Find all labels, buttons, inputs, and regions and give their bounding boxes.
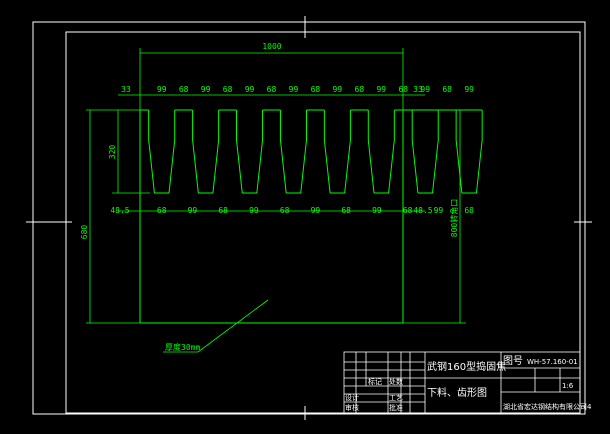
row-label-approve: 批准 (389, 403, 403, 412)
top-dimension-label: 68 (355, 85, 365, 94)
tooth-edge (344, 139, 351, 194)
tooth-edge (192, 139, 199, 194)
drawing-code: WH-57.160-01 (527, 358, 578, 366)
top-dimension-label: 99 (157, 85, 167, 94)
company-name: 湖北省宏达钢结构有限公司4 (503, 402, 592, 411)
top-dimension-label: 99 (289, 85, 299, 94)
bottom-dimension-label: 99 (372, 206, 382, 215)
top-dimension-label: 99 (245, 85, 255, 94)
width-dimension: 1000 (262, 42, 281, 51)
top-dimension-label: 99 (376, 85, 386, 94)
bottom-dimension-label: 68 (157, 206, 167, 215)
drawing-title: 下料、齿形图 (427, 386, 487, 399)
bottom-dimension-label: 99 (188, 206, 198, 215)
tooth-edge (432, 139, 439, 194)
bottom-dimension-label: 99 (311, 206, 321, 215)
tooth-edge (323, 139, 331, 194)
top-dimension-label: 99 (420, 85, 430, 94)
plate-outline (139, 110, 404, 324)
col-label-1: 标记 (368, 377, 382, 386)
bottom-left-edge-dimension: 48.5 (110, 206, 129, 215)
tooth-edge (455, 139, 463, 194)
right-side-dimension: 800转角口 (449, 199, 459, 237)
height-dimension: 680 (80, 225, 89, 240)
top-dimension-label: 68 (398, 85, 408, 94)
top-left-edge-dimension: 33 (121, 85, 131, 94)
bottom-dimension-label: 68 (280, 206, 290, 215)
tooth-edge (367, 139, 375, 194)
outer-frame (32, 21, 586, 415)
bottom-dimension-label: 68 (403, 206, 413, 215)
title-block-grid (343, 351, 581, 414)
tooth-edge (212, 139, 220, 194)
col-label-2: 处数 (389, 377, 403, 386)
tooth-edge (148, 139, 155, 194)
tooth-edge (256, 139, 264, 194)
note-leader (197, 299, 269, 353)
tooth-profile (140, 109, 483, 194)
tooth-edge (388, 139, 395, 194)
bottom-dimension-label: 99 (434, 206, 444, 215)
top-dimension-label: 68 (311, 85, 321, 94)
tooth-edge (475, 139, 483, 194)
tooth-edge (236, 139, 243, 194)
slot-depth-dimension: 320 (108, 145, 117, 160)
bottom-dimension-labels: 68 99 68 99 68 99 68 99 68 99 68 (157, 206, 474, 215)
top-right-edge-dimension: 33 (413, 85, 423, 94)
top-dimension-labels: 99 68 99 68 99 68 99 68 99 68 99 68 99 68 99 (157, 85, 474, 94)
row-label-design: 设计 (345, 393, 359, 402)
top-dimension-label: 68 (223, 85, 233, 94)
tooth-edge (411, 139, 419, 194)
part-name: 武钢160型捣固焦 (427, 360, 506, 373)
bottom-dimension-label: 68 (341, 206, 351, 215)
bottom-dimension-label: 68 (464, 206, 474, 215)
row-label-review: 审核 (345, 403, 359, 412)
bottom-dimension-label: 99 (249, 206, 259, 215)
row-label-process: 工艺 (389, 394, 403, 402)
bottom-right-edge-dimension: 48.5 (413, 206, 432, 215)
thickness-note: 厚度30mm (165, 342, 200, 352)
top-dimension-label: 99 (464, 85, 474, 94)
top-dimension-label: 68 (179, 85, 189, 94)
dimension-lines (89, 52, 461, 323)
tooth-edge (300, 139, 307, 194)
tooth-edge (279, 139, 287, 194)
top-dimension-label: 68 (267, 85, 277, 94)
scale: 1:6 (562, 382, 574, 390)
tooth-edge (168, 139, 176, 194)
bottom-dimension-label: 68 (218, 206, 228, 215)
top-dimension-label: 99 (201, 85, 211, 94)
drawing-code-prefix: 图号 (503, 355, 523, 367)
top-dimension-label: 68 (442, 85, 452, 94)
top-dimension-label: 99 (333, 85, 343, 94)
